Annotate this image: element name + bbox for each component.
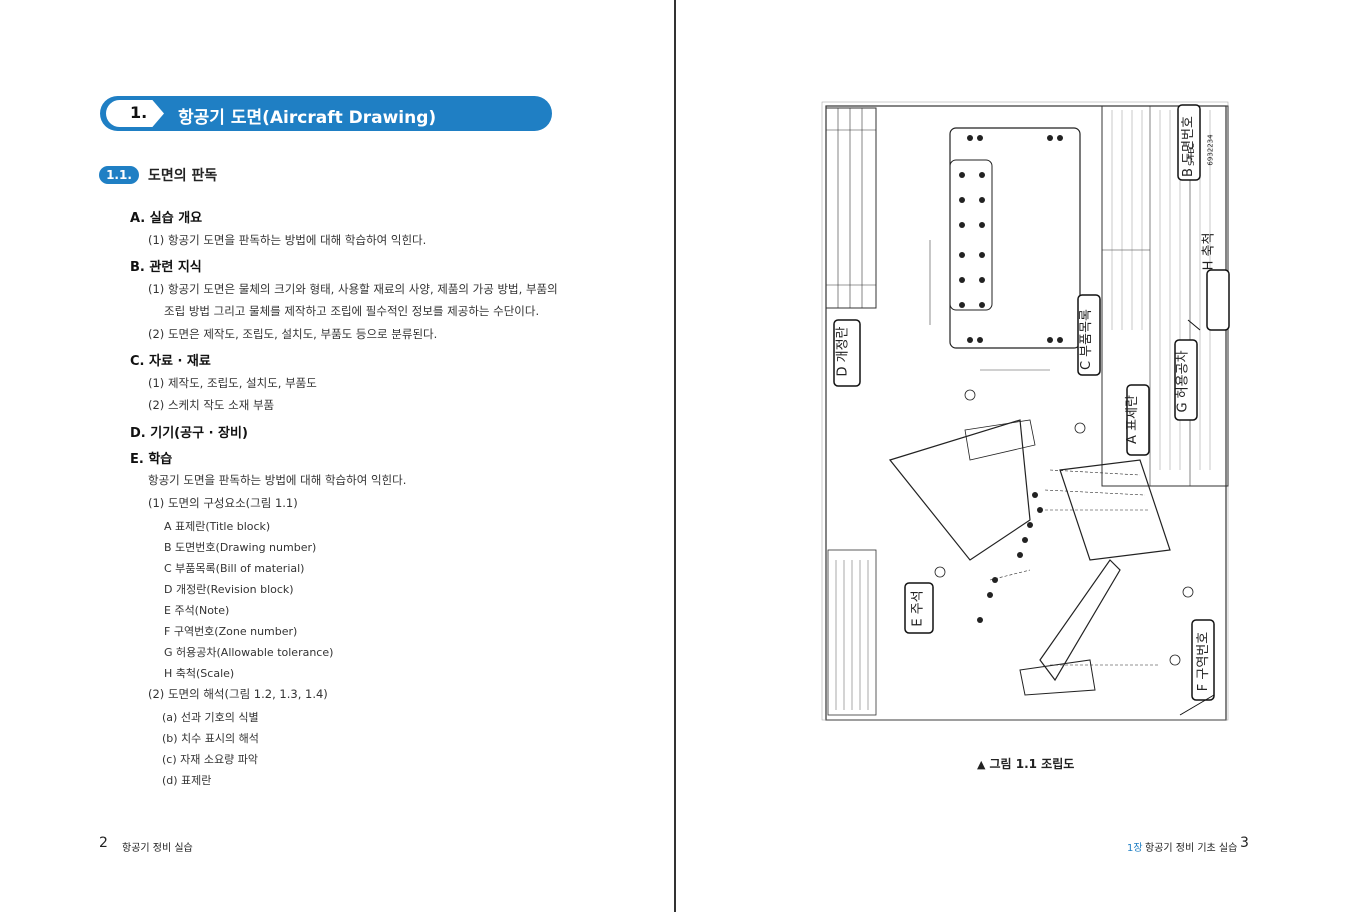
chapter-label: 1장: [1127, 843, 1143, 854]
left-page: [0, 0, 674, 912]
paragraph: 조립 방법 그리고 물체를 제작하고 조립에 필수적인 정보를 제공하는 수단이…: [164, 304, 540, 318]
page-number: 2: [99, 835, 108, 851]
caption-text: 그림 1.1 조립도: [989, 757, 1075, 771]
label-f-zone: F 구역번호: [1196, 631, 1212, 692]
drawing-number-text: 6932234: [1206, 134, 1215, 166]
list-item: (a) 선과 기호의 식별: [162, 711, 259, 724]
paragraph: (1) 항공기 도면은 물체의 크기와 형태, 사용할 재료의 사양, 제품의 …: [148, 282, 558, 296]
list-item: G 허용공차(Allowable tolerance): [164, 646, 334, 659]
caption-marker: ▲: [977, 758, 986, 771]
list-item: (2) 스케치 작도 소재 부품: [148, 398, 275, 412]
paragraph: 항공기 도면을 판독하는 방법에 대해 학습하여 익힌다.: [148, 473, 407, 487]
list-item: B 도면번호(Drawing number): [164, 541, 317, 554]
paragraph: (2) 도면은 제작도, 조립도, 설치도, 부품도 등으로 분류된다.: [148, 327, 438, 341]
company-mark: S-TEC: [1186, 143, 1196, 166]
list-item: C 부품목록(Bill of material): [164, 562, 305, 575]
paragraph: (1) 항공기 도면을 판독하는 방법에 대해 학습하여 익힌다.: [148, 233, 427, 247]
figure-caption: ▲그림 1.1 조립도: [977, 755, 1074, 772]
list-item: E 주석(Note): [164, 604, 230, 617]
list-item: (2) 도면의 해석(그림 1.2, 1.3, 1.4): [148, 687, 328, 701]
chapter-number-badge: 1.: [106, 100, 164, 127]
heading-b: B. 관련 지식: [130, 260, 202, 275]
label-e-note: E 주석: [910, 590, 926, 627]
running-footer: 항공기 정비 실습: [122, 843, 193, 854]
list-item: A 표제란(Title block): [164, 520, 271, 533]
section-number: 1.1.: [99, 166, 139, 184]
heading-a: A. 실습 개요: [130, 211, 203, 226]
heading-c: C. 자료 · 재료: [130, 354, 211, 369]
list-item: (1) 제작도, 조립도, 설치도, 부품도: [148, 376, 317, 390]
label-c-bom: C 부품목록: [1079, 308, 1095, 371]
list-item: D 개정란(Revision block): [164, 583, 294, 596]
section-title: 도면의 판독: [148, 168, 218, 184]
list-item: (d) 표제란: [162, 774, 212, 787]
chapter-title: 항공기 도면(Aircraft Drawing): [178, 108, 437, 128]
list-item: (c) 자재 소요량 파악: [162, 753, 258, 766]
chapter-number: 1.: [130, 103, 148, 122]
list-item: (1) 도면의 구성요소(그림 1.1): [148, 496, 298, 510]
heading-e: E. 학습: [130, 452, 173, 467]
chapter-banner: [100, 96, 552, 131]
page-number: 3: [1240, 835, 1249, 851]
heading-d: D. 기기(공구 · 장비): [130, 426, 248, 441]
label-h-scale: H 축척: [1201, 232, 1217, 271]
label-a-title-block: A 표제란: [1124, 395, 1140, 444]
list-item: H 축척(Scale): [164, 667, 235, 680]
running-footer: 항공기 정비 기초 실습: [1145, 843, 1238, 854]
list-item: (b) 치수 표시의 해석: [162, 732, 259, 745]
page-gutter: [674, 0, 676, 912]
label-g-tolerance: G 허용공차: [1175, 350, 1191, 413]
list-item: F 구역번호(Zone number): [164, 625, 298, 638]
label-d-revision: D 개정란: [835, 326, 851, 377]
assembly-drawing: [821, 101, 1230, 721]
